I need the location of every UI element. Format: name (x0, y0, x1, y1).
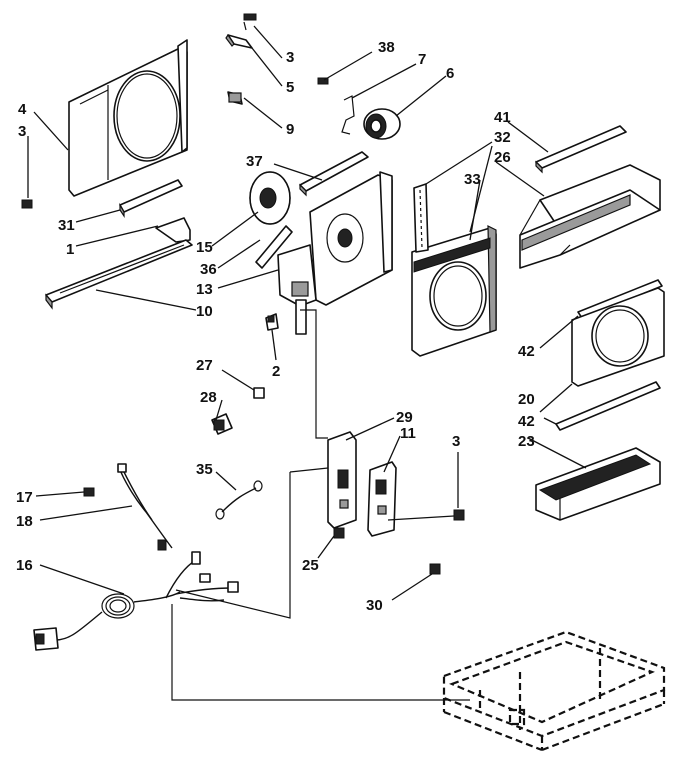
callout-3-top-screw: 3 (286, 49, 294, 66)
plug-part-9 (227, 91, 243, 105)
callout-28: 28 (200, 389, 217, 406)
callout-10: 10 (196, 303, 213, 320)
callout-23: 23 (518, 433, 535, 450)
callout-9: 9 (286, 121, 294, 138)
callout-16: 16 (16, 557, 33, 574)
screw-part-3-left (21, 199, 33, 209)
switch-plate-part-11 (367, 461, 397, 537)
switch-part-28 (211, 413, 233, 435)
air-duct-part-26 (519, 164, 661, 269)
motor-bracket-part-7 (341, 95, 355, 135)
callout-18: 18 (16, 513, 33, 530)
front-grille-part-23 (535, 447, 661, 521)
control-bracket-part-29 (327, 431, 357, 529)
base-chassis-dashed (442, 630, 666, 752)
clip-part-5 (225, 33, 253, 49)
block-part-27 (253, 387, 265, 399)
screw-part-3-right (453, 509, 465, 521)
bracket-part-31 (119, 179, 183, 218)
motor-part-6 (363, 108, 401, 140)
seal-strip-part-32 (413, 183, 429, 253)
screw-part-3-top (243, 13, 257, 31)
callout-1: 1 (66, 241, 74, 258)
assembly-line-base (171, 604, 470, 701)
callout-38: 38 (378, 39, 395, 56)
callout-17: 17 (16, 489, 33, 506)
callout-27: 27 (196, 357, 213, 374)
power-cord-part-16 (33, 551, 239, 651)
wire-harness-part-18 (117, 463, 173, 551)
callout-31: 31 (58, 217, 75, 234)
bulkhead-part-13 (277, 171, 393, 335)
screw-part-30 (429, 563, 441, 575)
callout-35: 35 (196, 461, 213, 478)
callout-2: 2 (272, 363, 280, 380)
callout-6: 6 (446, 65, 454, 82)
callout-5: 5 (286, 79, 294, 96)
screw-part-17 (83, 487, 95, 497)
callout-30: 30 (366, 597, 383, 614)
callout-13: 13 (196, 281, 213, 298)
base-rail-part-10 (45, 239, 193, 310)
left-side-panel-part-4 (68, 39, 188, 197)
screw-part-25 (333, 527, 345, 539)
blower-hub-part-15 (249, 171, 291, 225)
callout-42-lower: 42 (518, 413, 535, 430)
callout-3-left-screw: 3 (18, 123, 26, 140)
callout-20: 20 (518, 391, 535, 408)
callout-25: 25 (302, 557, 319, 574)
callout-3-right-screw: 3 (452, 433, 460, 450)
callout-11: 11 (400, 425, 416, 442)
leader-lines (27, 25, 587, 601)
top-rail-part-41 (535, 125, 627, 174)
callout-labels: 3 5 38 7 6 9 4 3 41 32 26 37 33 31 1 15 … (16, 39, 535, 614)
callout-29: 29 (396, 409, 413, 426)
callout-37: 37 (246, 153, 263, 170)
callout-33: 33 (464, 171, 481, 188)
rear-panel-part-20 (571, 287, 665, 387)
callout-32: 32 (494, 129, 511, 146)
rail-part-42-lower (555, 381, 661, 431)
assembly-line-control (300, 309, 328, 439)
callout-15: 15 (196, 239, 213, 256)
clip-part-2 (265, 313, 279, 331)
scroll-shroud-part-33 (411, 225, 497, 357)
bracket-part-1 (155, 217, 191, 243)
strip-part-36 (255, 225, 293, 269)
assembly-line-wire (289, 467, 329, 473)
callout-26: 26 (494, 149, 511, 166)
assembly-line-harness (175, 472, 291, 619)
callout-42-upper: 42 (518, 343, 535, 360)
callout-36: 36 (200, 261, 217, 278)
callout-41: 41 (494, 109, 511, 126)
top-bar-part-37 (299, 151, 369, 197)
callout-4: 4 (18, 101, 27, 118)
wire-part-35 (215, 480, 263, 520)
screw-part-38 (317, 77, 329, 85)
callout-7: 7 (418, 51, 426, 68)
